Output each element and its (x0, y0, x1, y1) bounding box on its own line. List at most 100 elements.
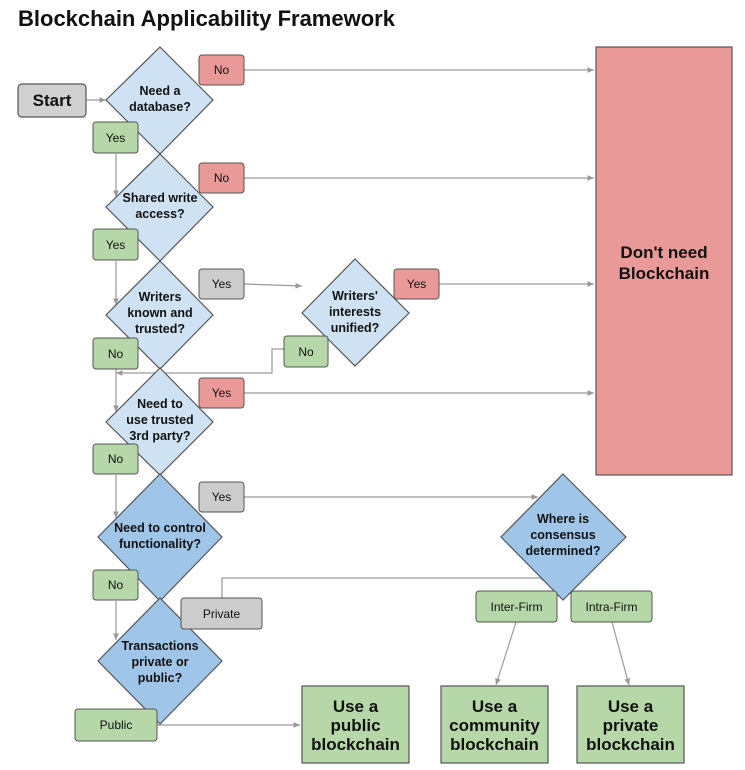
dont-need-line-2: Blockchain (619, 264, 710, 283)
page-title: Blockchain Applicability Framework (18, 6, 396, 31)
label-box (92, 337, 139, 370)
label-database-no: No (198, 54, 245, 86)
label-box (198, 481, 245, 513)
label-third-party-yes: Yes (198, 377, 245, 409)
private-line-3: blockchain (586, 735, 675, 754)
label-text: Yes (106, 131, 126, 145)
private-line-1: Use a (608, 697, 654, 716)
edge-inter-firm (495, 621, 517, 686)
shared-write-line-2: access? (135, 207, 184, 221)
label-shared-write-no: No (198, 162, 245, 194)
edge-intra-firm (611, 621, 631, 686)
third-party-line-3: 3rd party? (129, 429, 190, 443)
label-third-party-no: No (92, 443, 139, 475)
diamond-writers-interests (301, 258, 410, 367)
label-shared-write-yes: Yes (92, 228, 139, 261)
private-line-2: private (603, 716, 659, 735)
decision-consensus: Where is consensus determined? (500, 473, 627, 601)
public-line-1: Use a (333, 697, 379, 716)
label-box (92, 443, 139, 475)
edge-writers-known-yes (243, 282, 303, 289)
label-box (92, 569, 139, 601)
label-box (74, 708, 158, 742)
label-box (283, 335, 329, 368)
label-database-yes: Yes (92, 121, 139, 154)
writers-interests-line-1: Writers' (332, 289, 378, 303)
label-box (475, 590, 558, 623)
writers-known-line-3: trusted? (135, 322, 185, 336)
control-functionality-line-2: functionality? (119, 537, 201, 551)
writers-known-line-2: known and (127, 306, 192, 320)
label-transactions-public: Public (74, 708, 158, 742)
branch-labels: No Yes No Yes Yes Yes No No (74, 54, 653, 742)
control-functionality-line-1: Need to control (114, 521, 206, 535)
start-box (17, 83, 87, 118)
label-box (198, 268, 245, 300)
private-box (576, 685, 685, 764)
label-text: No (214, 63, 230, 77)
edge-transactions-private (221, 575, 548, 598)
consensus-line-3: determined? (525, 544, 600, 558)
need-database-line-1: Need a (140, 84, 182, 98)
label-text: Yes (212, 386, 232, 400)
label-text: No (108, 578, 124, 592)
public-line-3: blockchain (311, 735, 400, 754)
label-text: Public (100, 718, 133, 732)
writers-interests-line-2: interests (329, 305, 381, 319)
outcome-dont-need-blockchain: Don't need Blockchain (595, 46, 733, 476)
public-box (301, 685, 410, 764)
label-control-no: No (92, 569, 139, 601)
start-label: Start (33, 91, 72, 110)
decision-shared-write: Shared write access? (105, 153, 214, 262)
label-intra-firm: Intra-Firm (570, 590, 653, 623)
community-line-2: community (449, 716, 540, 735)
consensus-line-2: consensus (530, 528, 595, 542)
label-text: Yes (407, 277, 427, 291)
label-box (180, 597, 263, 630)
third-party-line-1: Need to (137, 397, 183, 411)
label-box (393, 268, 440, 300)
outcome-private-blockchain: Use a private blockchain (576, 685, 685, 764)
label-control-yes: Yes (198, 481, 245, 513)
label-text: Inter-Firm (491, 600, 543, 614)
label-text: No (298, 345, 314, 359)
diamond-consensus (500, 473, 627, 601)
label-text: Yes (212, 490, 232, 504)
transactions-line-3: public? (138, 671, 182, 685)
label-text: No (108, 452, 124, 466)
start-node: Start (17, 83, 87, 118)
label-box (92, 228, 139, 261)
dont-need-box (595, 46, 733, 476)
label-text: Intra-Firm (586, 600, 638, 614)
community-line-1: Use a (472, 697, 518, 716)
decision-control-functionality: Need to control functionality? (97, 473, 223, 602)
outcome-community-blockchain: Use a community blockchain (440, 685, 549, 764)
label-box (198, 54, 245, 86)
writers-known-line-1: Writers (139, 290, 182, 304)
dont-need-line-1: Don't need (620, 243, 707, 262)
transactions-line-2: private or (132, 655, 189, 669)
shared-write-line-1: Shared write (122, 191, 197, 205)
label-text: No (108, 347, 124, 361)
community-box (440, 685, 549, 764)
label-inter-firm: Inter-Firm (475, 590, 558, 623)
decision-writers-interests: Writers' interests unified? (301, 258, 410, 367)
label-text: Yes (212, 277, 232, 291)
label-box (198, 377, 245, 409)
label-text: No (214, 171, 230, 185)
label-box (570, 590, 653, 623)
transactions-line-1: Transactions (121, 639, 198, 653)
outcome-public-blockchain: Use a public blockchain (301, 685, 410, 764)
label-writers-interests-yes: Yes (393, 268, 440, 300)
label-text: Private (203, 607, 241, 621)
label-writers-known-no: No (92, 337, 139, 370)
third-party-line-2: use trusted (126, 413, 193, 427)
need-database-line-2: database? (129, 100, 191, 114)
label-writers-interests-no: No (283, 335, 329, 368)
label-writers-known-yes: Yes (198, 268, 245, 300)
label-text: Yes (106, 238, 126, 252)
public-line-2: public (330, 716, 380, 735)
consensus-line-1: Where is (537, 512, 589, 526)
edge-writers-interests-no (116, 348, 284, 376)
